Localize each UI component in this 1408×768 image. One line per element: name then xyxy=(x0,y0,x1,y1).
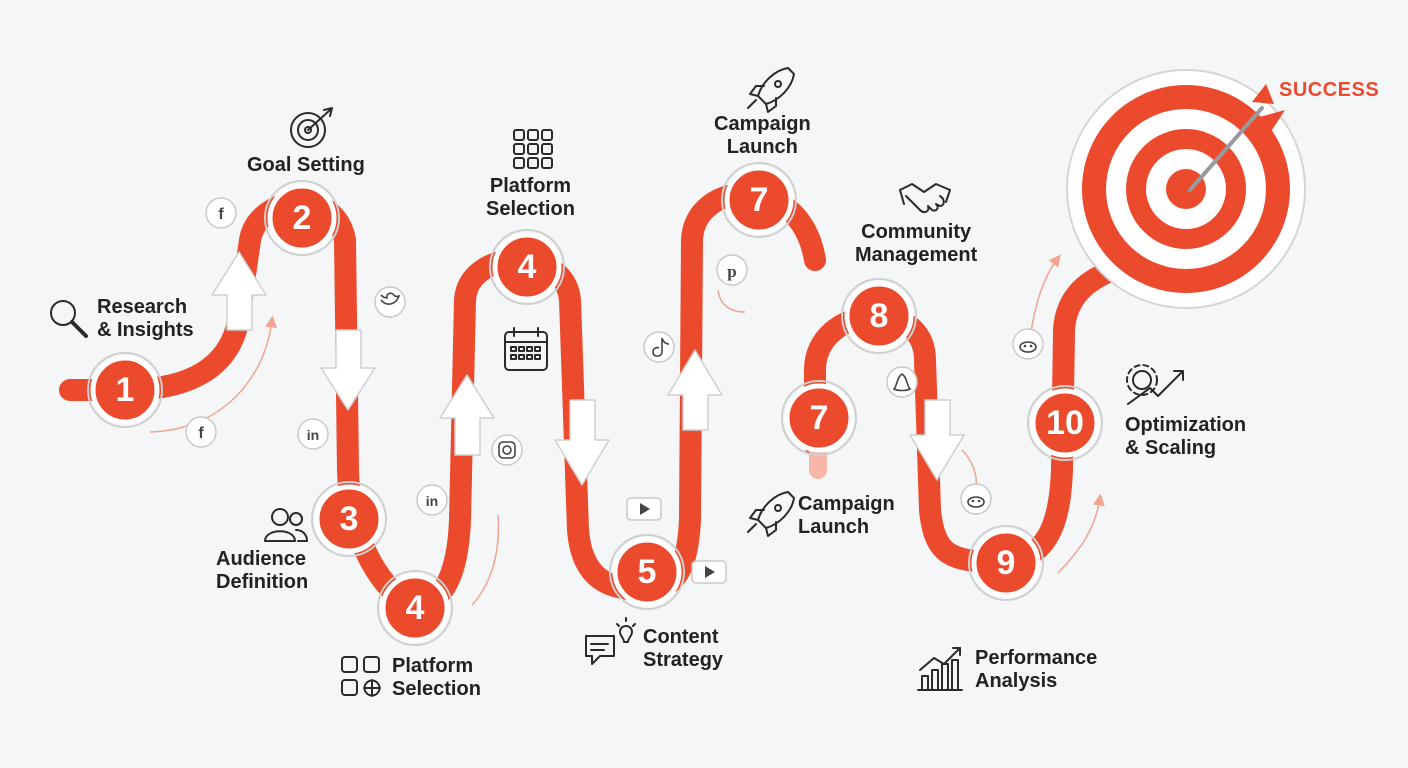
instagram-icon xyxy=(491,434,523,466)
chat-bulb-icon xyxy=(585,617,636,665)
step-node-7-top: 7 xyxy=(721,162,797,238)
facebook-icon xyxy=(185,416,217,448)
step-node-3: 3 xyxy=(311,481,387,557)
guide-lines xyxy=(149,254,1105,606)
svg-text:in: in xyxy=(426,493,438,509)
label-goal-setting: Goal Setting xyxy=(247,154,365,176)
step-node-5: 5 xyxy=(609,534,685,610)
handshake-icon xyxy=(899,183,951,214)
step-nodes: 1 2 3 4 4 5 7 7 8 9 10 xyxy=(87,162,1103,646)
svg-text:f: f xyxy=(198,425,204,442)
svg-text:4: 4 xyxy=(518,248,537,286)
label-optimization-scaling: Optimization& Scaling xyxy=(1125,414,1247,459)
tiktok-icon xyxy=(643,331,675,363)
gear-arrow-icon xyxy=(1126,364,1184,405)
svg-text:1: 1 xyxy=(116,371,135,409)
svg-text:f: f xyxy=(218,206,224,223)
calendar-icon xyxy=(504,327,548,371)
reddit-icon xyxy=(1012,328,1044,360)
step-node-9: 9 xyxy=(968,525,1044,601)
svg-text:4: 4 xyxy=(406,589,425,627)
magnifier-icon xyxy=(50,300,88,338)
social-badges: f f in in p xyxy=(185,197,1044,584)
step-node-4-top: 4 xyxy=(489,229,565,305)
direction-arrows xyxy=(211,251,965,486)
step-node-10: 10 xyxy=(1027,385,1103,461)
svg-text:8: 8 xyxy=(870,297,889,335)
step-node-2: 2 xyxy=(264,180,340,256)
linkedin-icon xyxy=(416,484,448,516)
svg-text:p: p xyxy=(727,262,736,281)
svg-text:7: 7 xyxy=(810,399,829,437)
step-node-1: 1 xyxy=(87,352,163,428)
svg-text:7: 7 xyxy=(750,181,769,219)
facebook-icon xyxy=(205,197,237,229)
svg-text:2: 2 xyxy=(293,199,312,237)
target-icon xyxy=(290,107,333,148)
svg-text:10: 10 xyxy=(1046,404,1084,442)
app-grid-icon xyxy=(513,129,553,169)
linkedin-icon xyxy=(297,418,329,450)
growth-chart-icon xyxy=(917,647,963,691)
rocket-icon xyxy=(747,67,795,113)
reddit-icon xyxy=(960,483,992,515)
rocket-icon xyxy=(747,491,795,537)
twitter-icon xyxy=(374,286,406,318)
step-node-4-bottom: 4 xyxy=(377,570,453,646)
svg-text:in: in xyxy=(307,427,319,443)
social-grid-icon xyxy=(341,656,381,697)
success-target xyxy=(1066,69,1306,309)
users-icon xyxy=(264,508,308,542)
svg-text:3: 3 xyxy=(340,500,359,538)
success-label: SUCCESS xyxy=(1279,79,1380,101)
snapchat-icon xyxy=(886,366,918,398)
pinterest-icon xyxy=(716,254,748,286)
step-node-8: 8 xyxy=(841,278,917,354)
svg-text:9: 9 xyxy=(997,544,1016,582)
svg-text:5: 5 xyxy=(638,553,657,591)
label-research: Research& Insights xyxy=(97,296,194,341)
step-node-7-mid: 7 xyxy=(781,380,857,456)
